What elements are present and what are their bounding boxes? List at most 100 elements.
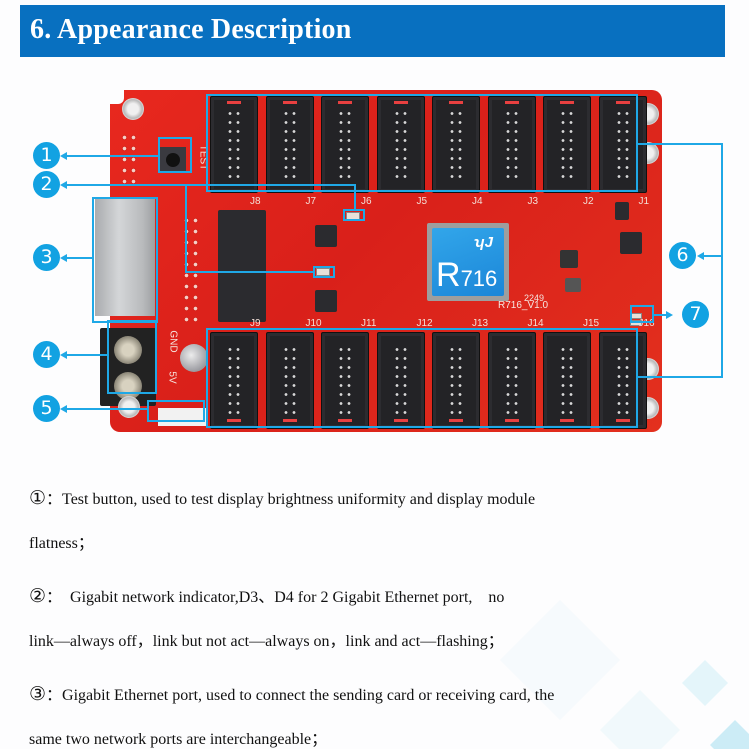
description-line-2: flatness； [29,535,94,552]
version-text: R716_V1.0 [498,300,549,311]
chip-model-letter: R [436,256,461,294]
connector-pins [614,345,631,417]
connector-key [338,101,352,104]
connector-label-j7: J7 [305,196,317,207]
hub75-connector-j14 [487,332,536,429]
connector-key [504,101,519,104]
connector-pins [559,345,575,417]
callout-6: 6 [669,242,696,269]
connector-label-j12: J12 [416,318,433,329]
connector-pins [226,109,242,181]
highlight-ethernet-port [92,197,158,323]
main-controller-chip: ʮJ R716 [427,223,509,301]
led-d4 [316,268,330,276]
connector-pins [392,109,409,181]
inductor [565,278,581,292]
connector-key [504,419,519,422]
capacitor [180,344,208,372]
regulator [560,250,578,268]
description-item-3: ③：Gigabit Ethernet port, used to connect… [29,681,719,749]
hub75-connector-j4 [432,96,480,193]
hub75-connector-j7 [265,96,314,193]
connector-pins [337,109,353,181]
connector-key [393,101,408,104]
brand-logo: ʮJ [474,234,493,251]
gnd-label: GND [167,330,179,353]
connector-label-j13: J13 [472,318,489,329]
connector-key [560,101,574,104]
callout-1: 1 [33,142,60,169]
highlight-small-connector [147,400,205,422]
connector-pins [503,109,520,181]
connector-pins [614,109,631,181]
highlight-power-terminal [107,320,157,394]
connector-label-j1: J1 [638,196,650,207]
highlight-bottom-connectors [206,328,638,428]
hub75-connector-j13 [432,332,480,429]
hub75-connector-j5 [376,96,425,193]
pin-header [120,132,138,187]
marker-2: ② [29,586,47,607]
test-button [160,147,186,173]
description-item-2: ②： Gigabit network indicator,D3、D4 for 2… [29,583,719,651]
connector-label-j11: J11 [361,318,377,329]
callout-7: 7 [682,301,709,328]
connector-label-j5: J5 [416,196,428,207]
date-code: 2249 [524,293,545,303]
connector-key [615,101,630,104]
connector-label-j16: J16 [638,318,655,329]
terminal-screw [114,336,142,364]
connector-key [227,101,241,104]
hub75-connector-j10 [265,332,314,429]
description-item-1: ①：Test button, used to test display brig… [29,485,719,553]
connector-pins [281,345,298,417]
section-header: 6. Appearance Description [20,5,725,57]
ethernet-port [95,198,155,316]
terminal-screw [114,372,142,400]
description-line-2: link—always off，link but not act—always … [29,633,504,650]
hub75-connector-j15 [543,332,591,429]
connector-pins [337,345,353,417]
connector-pins [392,345,409,417]
status-led [630,320,642,326]
mount-hole [118,396,140,418]
connector-label-j6: J6 [361,196,372,207]
connector-key [338,419,352,422]
hub75-connector-j9 [210,332,258,429]
marker-3: ③ [29,684,47,705]
connector-key [282,419,297,422]
connector-key [560,419,574,422]
connector-key [615,419,630,422]
highlight-led-d4 [313,266,335,278]
callout-2: 2 [33,171,60,198]
connector-label-j10: J10 [305,318,322,329]
highlight-led-d3 [343,209,365,221]
5v-label: 5V [166,371,178,384]
callout-5: 5 [33,395,60,422]
hub75-connector-j6 [321,96,369,193]
description-line-2: same two network ports are interchangeab… [29,731,328,748]
section-title: 6. Appearance Description [30,14,352,45]
phy-chip [315,290,337,312]
ic [615,202,629,220]
mount-hole [122,98,144,120]
ic [620,232,642,254]
connector-pins [559,109,575,181]
hub75-connector-j16 [598,332,647,429]
chip-model-number: 716 [460,266,498,291]
connector-key [393,419,408,422]
description-line-1: ②： Gigabit network indicator,D3、D4 for 2… [29,586,505,607]
board-figure: TEST ʮJ R716 2249 R716_V1.0 GND 5V [0,80,749,440]
connector-label-j15: J15 [583,318,600,329]
connector-key [282,101,297,104]
connector-key [449,419,463,422]
connector-pins [281,109,298,181]
connector-key [449,101,463,104]
connector-key [227,419,241,422]
hub75-connector-j2 [543,96,591,193]
r716-receiving-card: TEST ʮJ R716 2249 R716_V1.0 GND 5V [95,88,662,432]
hub75-connector-j3 [487,96,536,193]
phy-chip [315,225,337,247]
hub75-connector-j12 [376,332,425,429]
callout-4: 4 [33,341,60,368]
